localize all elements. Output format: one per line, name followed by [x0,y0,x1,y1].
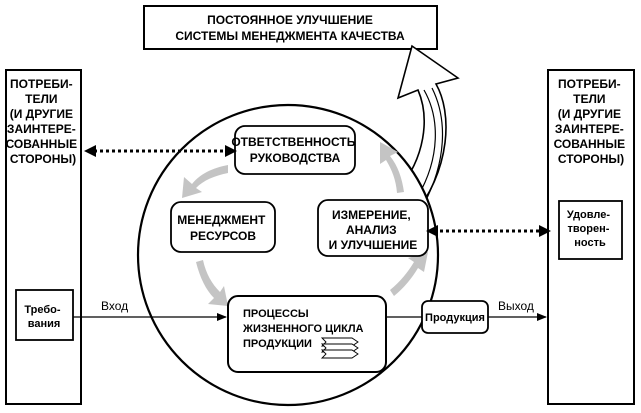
cycle-arrow-top-left [182,165,228,198]
product-label: Продукция [425,312,485,324]
requirements-box-label: Требо- вания [24,304,63,330]
right-customers-column: ПОТРЕБИ- ТЕЛИ (И ДРУГИЕ ЗАИНТЕРЕ- СОВАНН… [547,69,635,405]
cycle-arrows [182,142,428,306]
cycle-arrow-top-right [380,142,404,193]
info-flow-arrows [94,149,543,233]
measurement-analysis-improvement-box: ИЗМЕРЕНИЕ, АНАЛИЗ И УЛУЧШЕНИЕ [317,199,429,257]
left-customers-title: ПОТРЕБИ- ТЕЛИ (И ДРУГИЕ ЗАИНТЕРЕ- СОВАНН… [6,77,81,166]
output-label: Выход [498,299,534,313]
management-responsibility-box: ОТВЕТСТВЕННОСТЬ РУКОВОДСТВА [231,125,358,175]
cycle-arrow-bottom-left [196,260,228,306]
svg-text:ОТВЕТСТВЕННОСТЬ РУКОВОДС: ОТВЕТСТВЕННОСТЬ РУКОВОДСТВА [231,135,358,165]
input-output-flow: Вход Выход [73,299,547,321]
cycle-arrow-bottom-right [390,252,428,296]
product-realization-box: ПРОЦЕССЫ ЖИЗНЕННОГО ЦИКЛА ПРОДУКЦИИ [227,295,387,373]
continual-improvement-banner: ПОСТОЯННОЕ УЛУЧШЕНИЕ СИСТЕМЫ МЕНЕДЖМЕНТА… [143,5,438,50]
svg-text:ИЗМЕРЕНИЕ, АНАЛИЗ: ИЗМЕРЕНИЕ, АНАЛИЗ И УЛУЧШЕНИЕ [329,208,418,252]
product-box: Продукция [421,300,489,334]
svg-text:ПРОЦЕССЫ ЖИЗНЕННОГО ЦИКЛ: ПРОЦЕССЫ ЖИЗНЕННОГО ЦИКЛА ПРОДУКЦИИ [242,308,367,350]
right-customers-title: ПОТРЕБИ- ТЕЛИ (И ДРУГИЕ ЗАИНТЕРЕ- СОВАНН… [554,77,629,166]
banner-line-2: СИСТЕМЫ МЕНЕДЖМЕНТА КАЧЕСТВА [175,29,405,43]
banner-line-1: ПОСТОЯННОЕ УЛУЧШЕНИЕ [207,13,373,27]
resource-management-box: МЕНЕДЖМЕНТ РЕСУРСОВ [170,201,276,253]
info-arrow-heads [84,145,551,237]
satisfaction-box-label: Удовле- творен- ность [567,209,613,249]
process-chevrons-icon [320,337,359,359]
left-customers-column: ПОТРЕБИ- ТЕЛИ (И ДРУГИЕ ЗАИНТЕРЕ- СОВАНН… [5,69,82,405]
svg-text:МЕНЕДЖМЕНТ РЕСУРСОВ: МЕНЕДЖМЕНТ РЕСУРСОВ [177,213,268,243]
input-label: Вход [101,299,128,313]
